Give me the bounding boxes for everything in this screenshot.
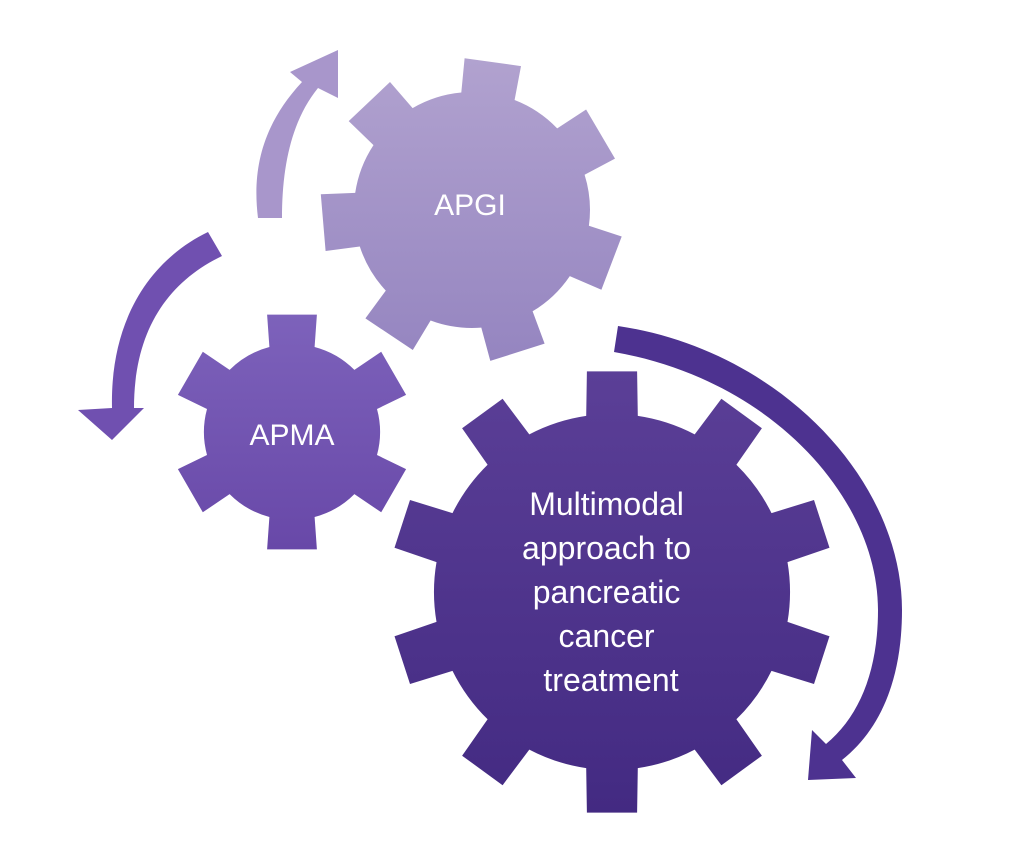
gear-apgi-label: APGI [434,189,506,222]
gear-apgi [320,58,622,361]
gear-apgi-label-line: APGI [434,189,506,222]
gear-multimodal-label-line: treatment [543,662,678,698]
gear-apma [177,314,407,550]
gear-multimodal-label-line: approach to [522,530,691,566]
arrow-right [614,326,902,780]
gear-multimodal-label: Multimodal approach to pancreatic cancer… [522,486,700,698]
gear-multimodal [394,371,830,813]
gear-multimodal-label-line: cancer [559,618,655,654]
gear-multimodal-label-line: Multimodal [529,486,684,522]
gear-apma-label: APMA [249,419,334,452]
gear-apma-label-line: APMA [249,419,334,452]
arrow-left [78,232,222,440]
gear-multimodal-label-line: pancreatic [533,574,681,610]
arrow-top [256,50,338,218]
